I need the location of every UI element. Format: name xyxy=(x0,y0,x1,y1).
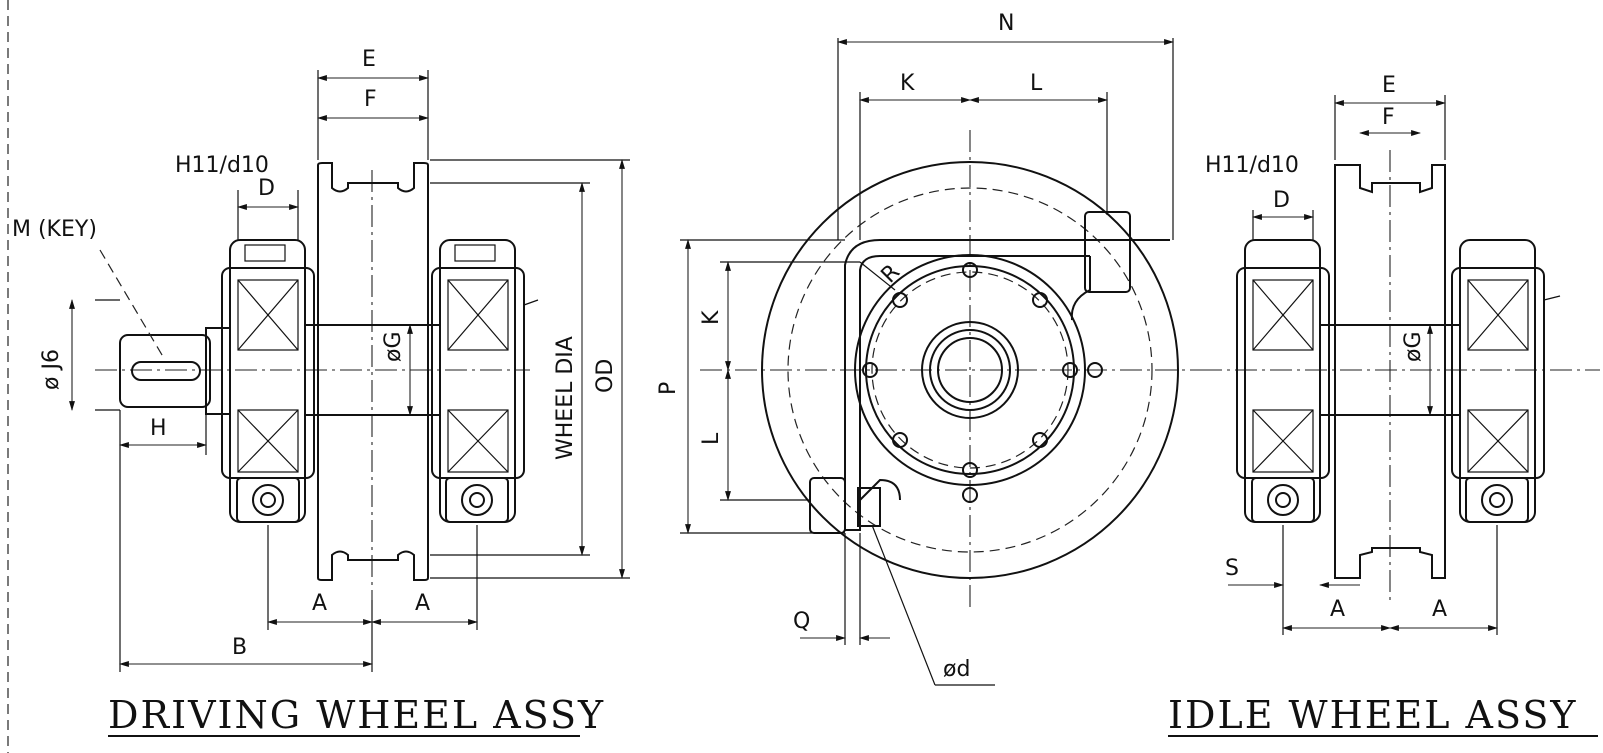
front-view: N K L P K L R Q ød xyxy=(656,11,1200,686)
driving-wheel-assembly: E F H11/d10 D M (KEY) ø J6 øG WHEEL DIA … xyxy=(12,47,630,737)
idle-dim-label-f: F xyxy=(1382,105,1395,130)
driving-wheel-title: DRIVING WHEEL ASSY xyxy=(108,693,605,737)
fit-label: H11/d10 xyxy=(175,153,269,178)
dim-label-q: Q xyxy=(793,609,810,634)
dim-label-l-top: L xyxy=(1030,71,1043,96)
dim-label-p: P xyxy=(656,382,681,395)
bracket-outline xyxy=(844,239,1170,531)
outer-wheel-circle xyxy=(761,161,1179,579)
idle-wheel-assembly: E F H11/d10 D øG S A A IDLE WHEEL ASSY xyxy=(1168,73,1600,737)
dim-label-a-left: A xyxy=(312,591,327,616)
idle-dim-label-e: E xyxy=(1382,73,1396,98)
dim-label-a-right: A xyxy=(415,591,430,616)
driving-right-bearing xyxy=(431,239,539,523)
driving-wheel xyxy=(317,162,429,581)
driving-left-bearing xyxy=(221,239,315,523)
idle-dim-label-a-left: A xyxy=(1330,597,1345,622)
idle-dim-label-a-right: A xyxy=(1432,597,1447,622)
key-label: M (KEY) xyxy=(12,217,97,242)
idle-wheel xyxy=(1334,164,1446,579)
idle-left-bearing xyxy=(1236,239,1330,523)
dim-label-l-side: L xyxy=(699,432,724,445)
dim-label-b: B xyxy=(232,635,247,660)
dim-label-d-hole: ød xyxy=(943,657,970,682)
dim-label-g: øG xyxy=(381,331,406,362)
dim-label-h: H xyxy=(150,416,167,441)
dim-label-od: OD xyxy=(593,359,618,393)
dim-label-wheel-dia: WHEEL DIA xyxy=(553,336,578,460)
dim-label-k-top: K xyxy=(900,71,915,96)
idle-dim-label-d: D xyxy=(1273,188,1290,213)
idle-dim-label-g: øG xyxy=(1401,331,1426,362)
dim-label-r: R xyxy=(877,260,905,288)
idle-right-bearing xyxy=(1451,239,1561,523)
bolt-holes xyxy=(862,262,1103,503)
dim-label-n: N xyxy=(998,11,1014,36)
dim-label-d: D xyxy=(258,176,275,201)
dim-label-k-side: K xyxy=(699,310,724,325)
driving-shaft-stub xyxy=(95,299,231,415)
idle-fit-label: H11/d10 xyxy=(1205,153,1299,178)
dim-label-f: F xyxy=(364,87,377,112)
idle-wheel-title: IDLE WHEEL ASSY xyxy=(1168,693,1577,737)
pitch-circle xyxy=(787,187,1153,553)
dim-label-j6: ø J6 xyxy=(39,349,64,390)
idle-dim-label-s: S xyxy=(1225,556,1239,581)
dim-label-e: E xyxy=(362,47,376,72)
